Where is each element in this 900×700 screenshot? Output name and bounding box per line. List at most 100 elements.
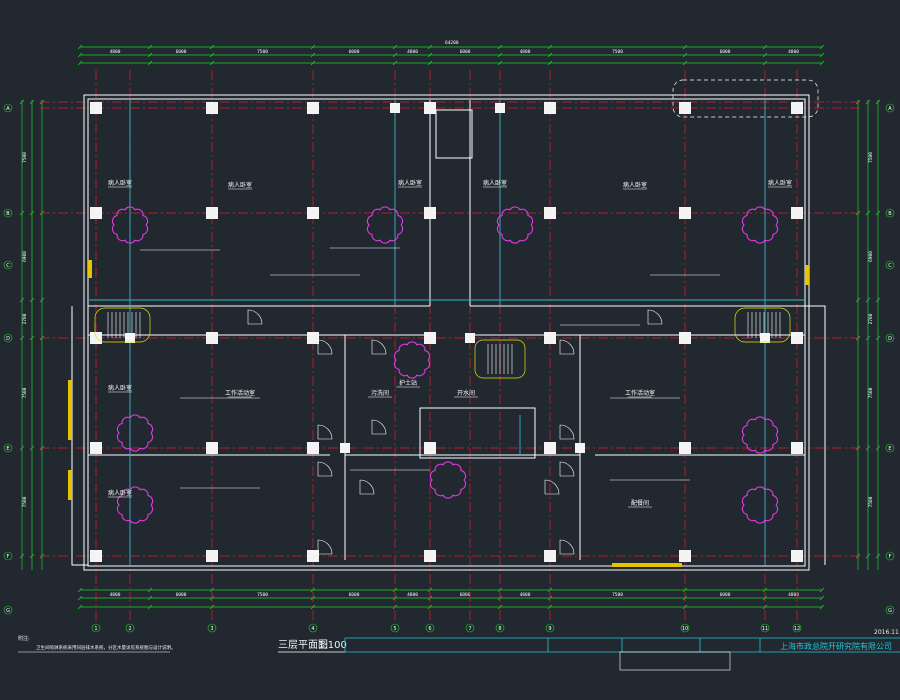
column: [307, 550, 319, 562]
top-span-label: 6000: [720, 49, 731, 55]
sprinkler-cloud: [741, 486, 779, 524]
axis-bubble: [885, 208, 895, 218]
axis-bubble: [885, 605, 895, 615]
bottom-span-label: 4800: [407, 592, 418, 598]
axis-label: 12: [794, 626, 800, 632]
axis-label: C: [6, 263, 10, 269]
dim-tick: [77, 52, 83, 58]
column: [90, 332, 102, 344]
sprinkler-clouds: [111, 206, 779, 524]
dim-tick: [427, 587, 433, 593]
axis-bubble: [885, 443, 895, 453]
sprinkler-cloud: [496, 206, 534, 244]
axis-label: 10: [682, 626, 688, 632]
column: [307, 442, 319, 454]
dim-tick: [19, 445, 25, 451]
room-label: 工作活动室: [225, 389, 255, 397]
top-span-label: 4800: [788, 49, 799, 55]
dim-tick: [819, 604, 825, 610]
title-block: 三层平面图 1:100 2016.11 上海市政总院开研究院有限公司 附注: 卫…: [18, 629, 900, 671]
dim-tick: [497, 52, 503, 58]
door-swing: [559, 424, 575, 440]
axis-bubble: [3, 103, 13, 113]
sprinkler-cloud: [111, 206, 149, 244]
door-swing: [371, 339, 387, 355]
column: [424, 102, 436, 114]
dim-tick: [19, 335, 25, 341]
dim-tick: [29, 99, 35, 105]
sprinkler-cloud: [429, 461, 467, 499]
door-swing: [544, 479, 560, 495]
axis-label: 4: [311, 626, 314, 632]
room-label: 病人卧室: [108, 489, 132, 497]
column: [307, 332, 319, 344]
bottom-span-label: 6000: [720, 592, 731, 598]
left-span-label: 7500: [22, 496, 28, 507]
dim-tick: [209, 587, 215, 593]
column: [307, 207, 319, 219]
column: [760, 333, 770, 343]
dim-tick: [392, 52, 398, 58]
dim-tick: [19, 297, 25, 303]
dim-tick: [865, 210, 871, 216]
column: [791, 550, 803, 562]
bottom-span-label: 6000: [176, 592, 187, 598]
axis-label: D: [6, 336, 10, 342]
column: [465, 333, 475, 343]
dim-tick: [147, 52, 153, 58]
axis-label: 3: [210, 626, 213, 632]
notes-label: 附注:: [18, 635, 30, 642]
dim-tick: [875, 335, 881, 341]
bottom-span-label: 4800: [788, 592, 799, 598]
column: [679, 102, 691, 114]
dim-tick: [29, 553, 35, 559]
top-span-label: 7500: [612, 49, 623, 55]
room-label: 病人卧室: [768, 179, 792, 187]
dim-tick: [77, 44, 83, 50]
column: [206, 550, 218, 562]
column: [206, 442, 218, 454]
axis-bubble: [680, 623, 690, 633]
column: [791, 207, 803, 219]
stair-treads: [107, 312, 781, 374]
axis-label: E: [888, 446, 891, 452]
dim-tick: [865, 445, 871, 451]
dim-tick: [209, 60, 215, 66]
top-span-label: 6000: [176, 49, 187, 55]
axis-label: D: [888, 336, 892, 342]
drawing-scale: 1:100: [318, 640, 347, 651]
dim-tick: [819, 44, 825, 50]
dim-tick: [427, 52, 433, 58]
room-label: 病人卧室: [108, 179, 132, 187]
axis-bubble: [545, 623, 555, 633]
overall-dimension: 64200: [445, 40, 459, 46]
column: [495, 103, 505, 113]
column: [424, 442, 436, 454]
dim-tick: [865, 553, 871, 559]
dim-tick: [77, 60, 83, 66]
door-swing: [559, 539, 575, 555]
room-label: 护士站: [399, 379, 417, 387]
column: [544, 102, 556, 114]
dim-tick: [682, 52, 688, 58]
left-span-label: 2700: [22, 313, 28, 324]
annotation-leaders: [140, 247, 720, 489]
dim-tick: [77, 587, 83, 593]
axis-label: 1: [94, 626, 97, 632]
axis-bubble: [3, 260, 13, 270]
axis-bubble: [3, 208, 13, 218]
left-span-label: 7500: [22, 152, 28, 163]
dim-tick: [865, 335, 871, 341]
dim-tick: [682, 60, 688, 66]
dim-tick: [392, 60, 398, 66]
dim-tick: [762, 60, 768, 66]
dim-tick: [875, 553, 881, 559]
dim-tick: [819, 595, 825, 601]
dim-tick: [392, 44, 398, 50]
bottom-span-label: 6000: [460, 592, 471, 598]
column: [424, 332, 436, 344]
axis-label: 9: [548, 626, 551, 632]
column: [544, 207, 556, 219]
column: [679, 550, 691, 562]
axis-bubble: [885, 551, 895, 561]
